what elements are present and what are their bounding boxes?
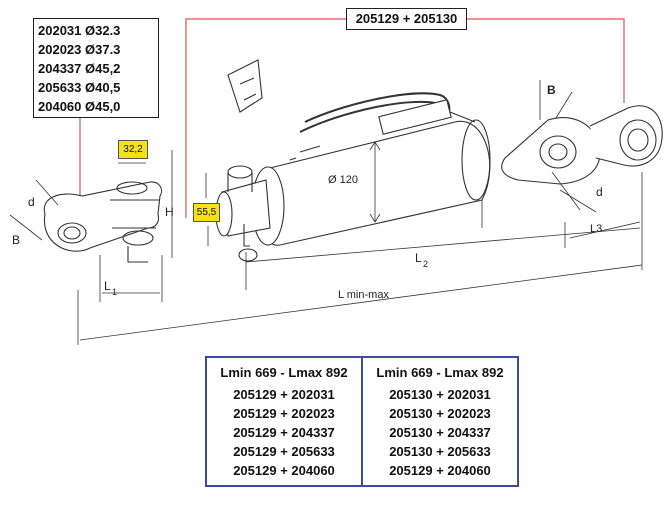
column-header: Lmin 669 - Lmax 892 [376,365,504,380]
dim-tag-55: 55,5 [193,203,220,222]
table-row: 205129 + 205633 [233,444,335,459]
dim-bore: Ø 120 [328,174,358,186]
table-row: 205130 + 202023 [389,406,491,421]
leader-lines [79,18,625,218]
column-header: Lmin 669 - Lmax 892 [220,365,348,380]
dim-h: H [165,205,174,219]
table-row: 205129 + 204060 [233,463,335,478]
part-number-list: 202031 Ø32.3 202023 Ø37.3 204337 Ø45,2 2… [33,18,159,118]
part-row: 202023 Ø37.3 [38,42,121,57]
eye-end [501,105,663,185]
table-row: 205129 + 204337 [233,425,335,440]
table-column-right: Lmin 669 - Lmax 892 205130 + 202031 2051… [361,358,517,485]
table-row: 205130 + 205633 [389,444,491,459]
hydraulic-pipes [299,92,476,135]
table-row: 205129 + 202031 [233,387,335,402]
dim-l1: L [104,279,111,293]
table-column-left: Lmin 669 - Lmax 892 205129 + 202031 2051… [207,358,361,485]
left-dimensions [9,150,643,345]
part-row: 202031 Ø32.3 [38,23,121,38]
cylinder-body [215,119,491,246]
dim-d-left: d [28,195,35,209]
pin-clip [205,165,258,262]
dim-tag-32: 32,2 [118,140,148,159]
dim-l3: L3 [590,223,602,235]
table-row: 205130 + 204337 [389,425,491,440]
table-row: 205129 + 202023 [233,406,335,421]
dim-l2-sub: 2 [423,259,428,269]
part-row: 205633 Ø40,5 [38,80,121,95]
dim-l2: L [415,251,422,265]
table-row: 205129 + 204060 [389,463,491,478]
combination-table: Lmin 669 - Lmax 892 205129 + 202031 2051… [205,356,519,487]
part-row: 204060 Ø45,0 [38,99,121,114]
clevis-end [43,181,163,263]
dim-b-right: B [547,83,556,97]
table-row: 205130 + 202031 [389,387,491,402]
dim-l1-sub: 1 [112,287,117,297]
dim-d-right: d [596,185,603,199]
dim-l-minmax: L min-max [338,289,389,301]
dimension-labels: B d H L 1 L 2 L3 Ø 120 L min-max B d [12,83,603,301]
right-dimensions [245,80,643,290]
part-row: 204337 Ø45,2 [38,61,121,76]
dim-b-left: B [12,233,20,247]
bracket-clamp [227,59,263,113]
cylinder-part-numbers: 205129 + 205130 [346,8,467,30]
